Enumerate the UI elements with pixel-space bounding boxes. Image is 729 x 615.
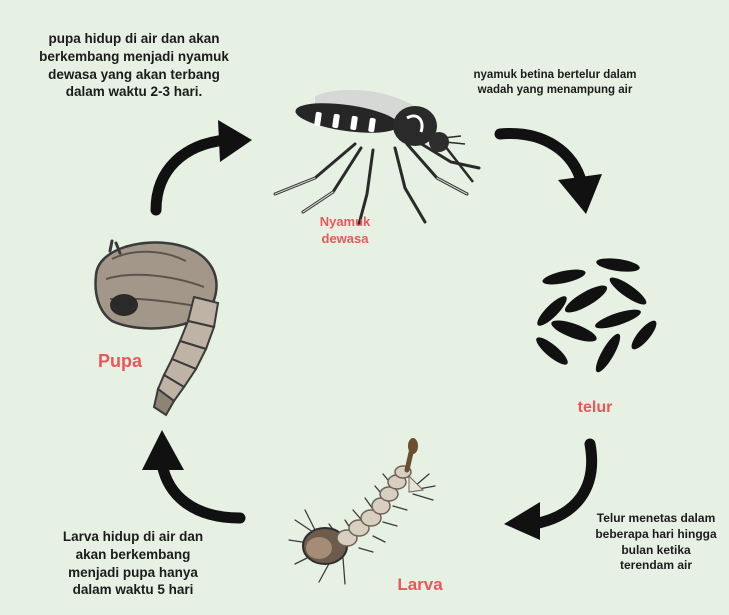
arrow-adult-to-egg-icon [496,124,606,224]
arrow-pupa-to-adult-icon [148,118,258,218]
larva-description: Larva hidup di air dan akan berkembang m… [18,528,248,599]
arrow-egg-to-larva-icon [500,440,605,540]
eggs-icon [532,255,662,375]
stage-label-egg: telur [555,398,635,419]
stage-label-larva: Larva [380,574,460,596]
pupa-icon [82,235,242,420]
pupa-description: pupa hidup di air dan akan berkembang me… [8,30,260,101]
mosquito-icon [255,82,490,232]
stage-label-adult: Nyamuk dewasa [300,214,390,248]
arrow-larva-to-pupa-icon [140,426,248,526]
stage-label-pupa: Pupa [80,350,160,373]
